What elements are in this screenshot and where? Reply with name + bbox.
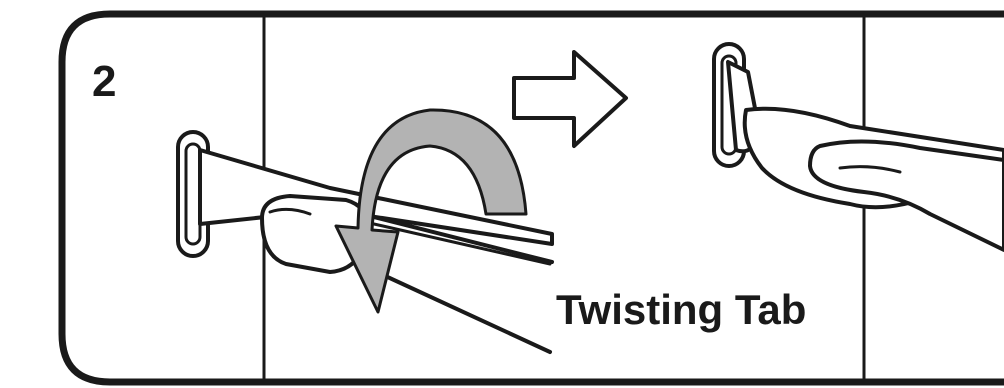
step-number: 2 [92, 57, 116, 106]
caption-text: Twisting Tab [556, 286, 806, 333]
tab-pull-illustration [714, 44, 1004, 250]
right-arrow-icon [514, 52, 626, 146]
